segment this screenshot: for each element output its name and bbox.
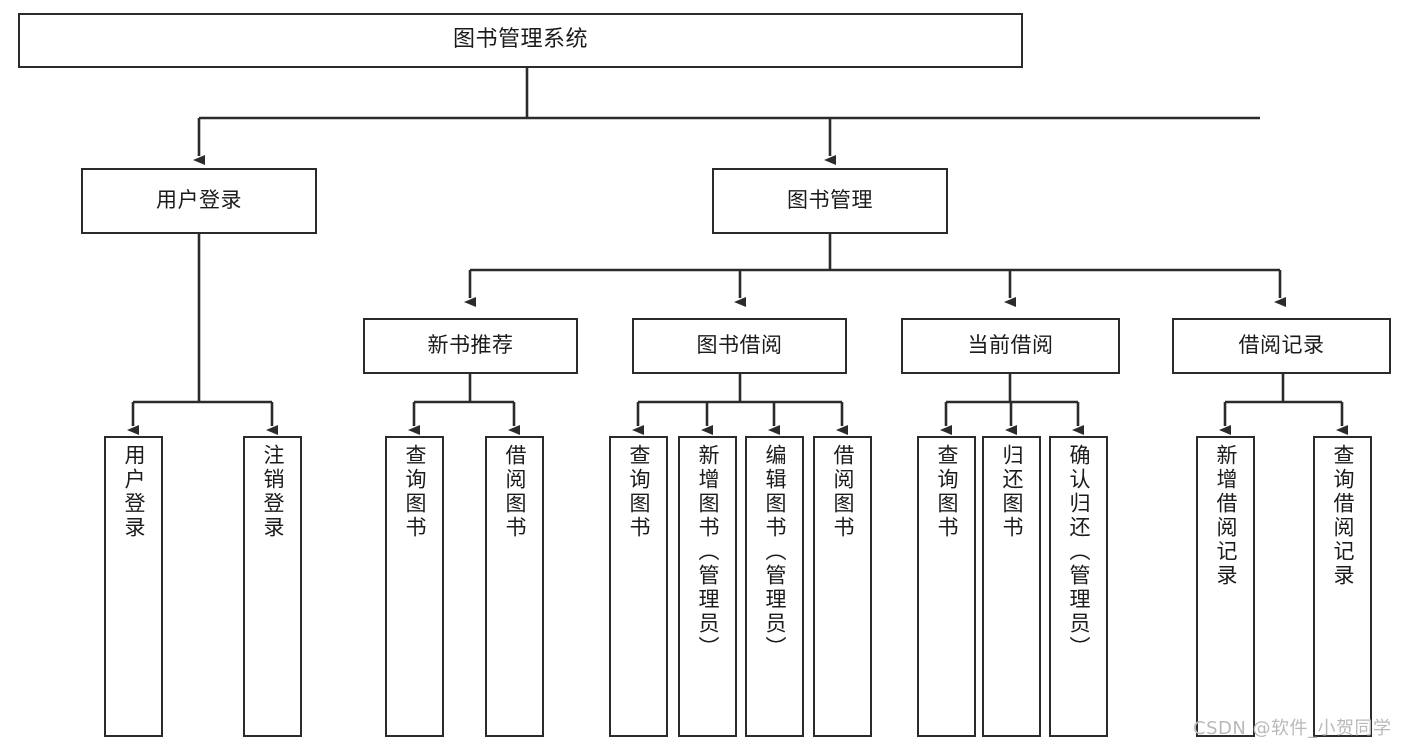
node-label: 新增图书（管理员）	[696, 444, 720, 660]
leaf-borrow-add-book[interactable]: 新增图书（管理员）	[678, 436, 737, 737]
node-label: 用户登录	[156, 188, 242, 213]
node-user-login[interactable]: 用户登录	[81, 168, 317, 234]
watermark: CSDN @软件_小贺同学	[1193, 718, 1392, 739]
node-current-borrow[interactable]: 当前借阅	[901, 318, 1120, 374]
node-new-book-recommend[interactable]: 新书推荐	[363, 318, 578, 374]
node-label: 新书推荐	[427, 333, 514, 358]
node-label: 查询借阅记录	[1331, 444, 1355, 588]
node-label: 借阅图书	[831, 444, 855, 540]
node-label: 借阅记录	[1238, 333, 1325, 358]
node-book-borrow[interactable]: 图书借阅	[632, 318, 847, 374]
node-label: 用户登录	[122, 444, 146, 540]
node-label: 查询图书	[935, 444, 959, 540]
leaf-user-login-login[interactable]: 用户登录	[104, 436, 163, 737]
leaf-new-book-query[interactable]: 查询图书	[385, 436, 444, 737]
leaf-borrow-borrow-book[interactable]: 借阅图书	[813, 436, 872, 737]
node-label: 当前借阅	[967, 333, 1054, 358]
leaf-record-add-record[interactable]: 新增借阅记录	[1196, 436, 1255, 737]
node-label: 图书管理系统	[452, 27, 588, 53]
node-root[interactable]: 图书管理系统	[18, 13, 1023, 68]
node-label: 借阅图书	[503, 444, 527, 540]
node-label: 查询图书	[403, 444, 427, 540]
node-borrow-record[interactable]: 借阅记录	[1172, 318, 1391, 374]
node-label: 图书管理	[787, 188, 873, 213]
node-label: 确认归还（管理员）	[1067, 444, 1091, 660]
leaf-user-login-logout[interactable]: 注销登录	[243, 436, 302, 737]
node-book-management[interactable]: 图书管理	[712, 168, 948, 234]
node-label: 图书借阅	[696, 333, 783, 358]
node-label: 查询图书	[627, 444, 651, 540]
leaf-borrow-edit-book[interactable]: 编辑图书（管理员）	[745, 436, 804, 737]
leaf-current-query-book[interactable]: 查询图书	[917, 436, 976, 737]
leaf-record-query-record[interactable]: 查询借阅记录	[1313, 436, 1372, 737]
leaf-current-confirm-return[interactable]: 确认归还（管理员）	[1049, 436, 1108, 737]
node-label: 归还图书	[1000, 444, 1024, 540]
node-label: 注销登录	[261, 444, 285, 540]
leaf-borrow-query-book[interactable]: 查询图书	[609, 436, 668, 737]
node-label: 新增借阅记录	[1214, 444, 1238, 588]
leaf-current-return-book[interactable]: 归还图书	[982, 436, 1041, 737]
node-label: 编辑图书（管理员）	[763, 444, 787, 660]
leaf-new-book-borrow[interactable]: 借阅图书	[485, 436, 544, 737]
